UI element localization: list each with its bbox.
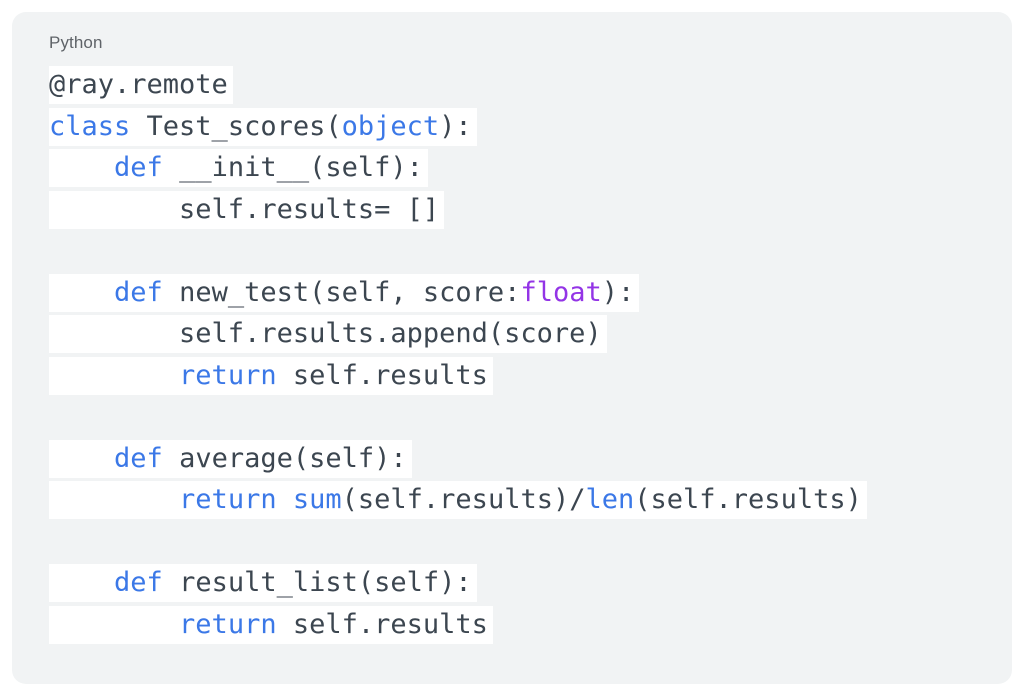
- code-line-blank: [49, 396, 1002, 438]
- code-line: class Test_scores(object):: [49, 106, 1002, 148]
- code-line-highlight: return self.results: [49, 605, 493, 644]
- code-line-highlight: def new_test(self, score:float):: [49, 273, 640, 312]
- code-line-highlight: self.results.append(score): [49, 315, 607, 353]
- code-token: [49, 360, 179, 391]
- code-block[interactable]: @ray.remote class Test_scores(object): de…: [49, 64, 1002, 676]
- code-token: __init__(self):: [162, 152, 423, 183]
- code-line-blank: [49, 521, 1002, 563]
- code-token: self.results.append(score): [49, 318, 602, 349]
- code-token: def: [114, 442, 163, 474]
- code-token: return: [179, 359, 277, 391]
- code-line: self.results= []: [49, 189, 1002, 231]
- code-token: (self.results): [634, 484, 862, 515]
- code-snippet-panel: Python @ray.remote class Test_scores(obje…: [12, 12, 1012, 684]
- code-token: Test_scores(: [130, 110, 342, 142]
- code-token: return: [179, 608, 277, 640]
- code-line-highlight: def average(self):: [49, 439, 412, 478]
- code-token: @ray.remote: [49, 69, 228, 100]
- code-token: return: [179, 484, 277, 515]
- code-token: float: [520, 276, 602, 308]
- code-line: self.results.append(score): [49, 313, 1002, 355]
- code-token: result_list(self):: [162, 567, 472, 598]
- code-line-highlight: return sum(self.results)/len(self.result…: [49, 481, 867, 519]
- code-line-highlight: def result_list(self):: [49, 564, 477, 602]
- code-line: @ray.remote: [49, 64, 1002, 106]
- code-token: [49, 152, 114, 183]
- code-line-highlight: class Test_scores(object):: [49, 107, 477, 146]
- code-line: def __init__(self):: [49, 147, 1002, 189]
- code-token: [277, 484, 293, 515]
- code-line: def new_test(self, score:float):: [49, 272, 1002, 314]
- code-line: return self.results: [49, 604, 1002, 646]
- code-line: return sum(self.results)/len(self.result…: [49, 479, 1002, 521]
- code-token: def: [114, 276, 163, 308]
- code-token: self.results: [276, 608, 488, 640]
- code-token: new_test(self, score:: [162, 276, 521, 308]
- code-token: def: [114, 152, 163, 183]
- code-line-highlight: return self.results: [49, 356, 493, 395]
- code-line-highlight: @ray.remote: [49, 66, 233, 104]
- code-token: sum: [292, 484, 342, 515]
- code-token: [49, 443, 114, 474]
- code-line: def result_list(self):: [49, 562, 1002, 604]
- code-line-highlight: def __init__(self):: [49, 149, 428, 187]
- code-token: [49, 609, 179, 640]
- code-line: return self.results: [49, 355, 1002, 397]
- code-line-highlight: self.results= []: [49, 190, 445, 229]
- code-token: average(self):: [162, 442, 407, 474]
- code-token: def: [114, 567, 163, 598]
- code-token: ):: [439, 110, 472, 142]
- code-token: class: [49, 110, 131, 142]
- code-token: self.results: [276, 359, 488, 391]
- code-line-blank: [49, 230, 1002, 272]
- code-token: ):: [601, 276, 635, 308]
- code-token: [49, 484, 179, 515]
- code-token: object: [341, 110, 440, 142]
- code-token: [49, 277, 114, 308]
- language-label: Python: [49, 33, 103, 52]
- code-line: def average(self):: [49, 438, 1002, 480]
- code-token: (self.results)/: [341, 484, 586, 515]
- code-token: [49, 567, 114, 598]
- code-token: len: [585, 484, 635, 515]
- code-token: self.results= []: [49, 193, 440, 225]
